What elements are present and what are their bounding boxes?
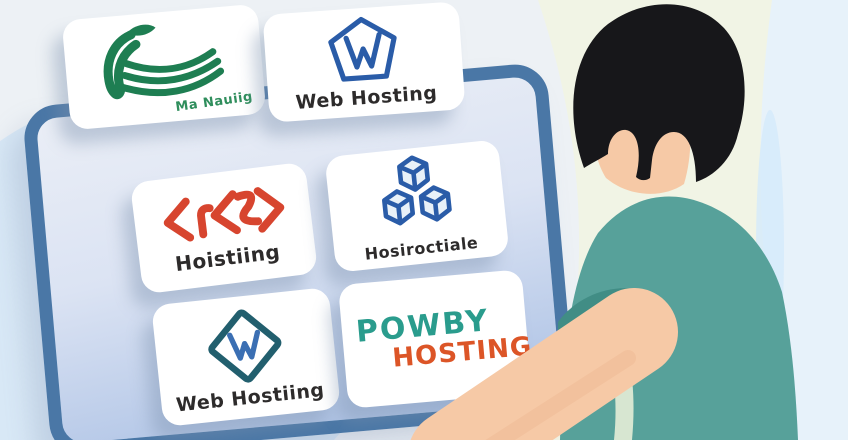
pentagon-w-logo-icon — [328, 16, 397, 82]
stacked-cubes-logo-icon — [381, 154, 452, 226]
card-powby-hosting: POWBY HOSTING — [337, 269, 533, 409]
card-cubes-hosting: Hosiroctiale — [324, 139, 510, 273]
card-diamond-web-hosting: Web Hostiing — [151, 287, 341, 427]
diamond-w-logo-icon — [208, 309, 282, 383]
green-swoosh-logo-icon — [103, 24, 225, 100]
card-green-swoosh-hosting: Ma Nauiig — [61, 3, 267, 131]
card-label: Web Hosting — [294, 81, 439, 114]
card-code-brackets-hosting: Hoistiing — [129, 161, 319, 295]
card-web-hosting-shield: Web Hosting — [262, 1, 466, 123]
angle-brackets-logo-icon — [163, 187, 285, 242]
